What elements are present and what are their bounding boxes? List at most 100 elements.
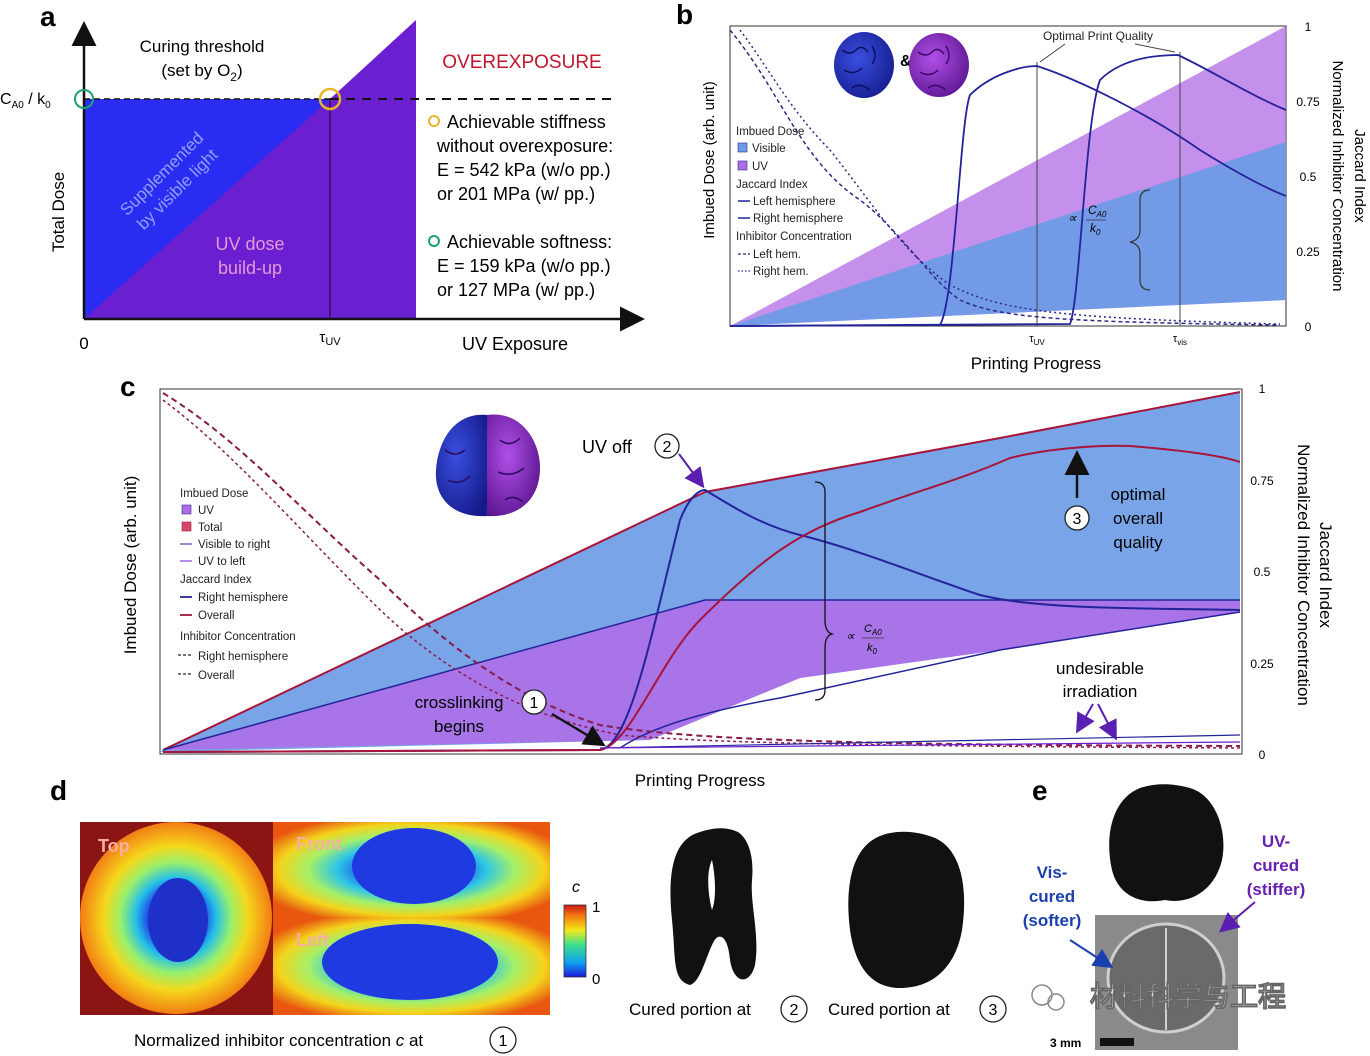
panel-b-ylabel: Imbued Dose (arb. unit) — [701, 81, 718, 239]
panel-c-rtick-05: 0.5 — [1254, 565, 1271, 579]
panel-c-uv-left-line — [599, 741, 1241, 749]
panel-a-c-sub: A0 — [12, 100, 25, 111]
panel-d-cured-3: Cured portion at — [828, 1000, 950, 1019]
panel-d-letter: d — [50, 775, 67, 806]
panel-c-frame — [159, 388, 1243, 755]
panel-a-visible-fill — [84, 99, 330, 319]
panel-d-caption-n1: 1 — [499, 1033, 508, 1050]
panel-c-prop-num-c: C — [864, 623, 872, 635]
panel-a-soft-2: E = 159 kPa (w/o pp.) — [437, 256, 611, 276]
panel-d-cured-2: Cured portion at — [629, 1000, 751, 1019]
panel-a-soft-3: or 127 MPa (w/ pp.) — [437, 280, 595, 300]
panel-e: e 3 mm Vis- cured (softer) UV- cured (st… — [1023, 775, 1305, 1050]
panel-b-ampersand: & — [900, 53, 912, 70]
panel-a-stiff-1: Achievable stiffness — [447, 112, 606, 132]
panel-d-caption-post: at — [404, 1031, 423, 1050]
panel-b-tau-vis: τvis — [1173, 333, 1187, 347]
panel-d-cured-3-circle — [979, 995, 1007, 1023]
panel-b-prop-num: CA0 — [1088, 203, 1107, 219]
panel-b-letter: b — [676, 0, 693, 30]
panel-e-scalebar — [1100, 1038, 1134, 1046]
panel-b-tau-vis-sym: τ — [1173, 333, 1178, 345]
panel-d-left-brain — [322, 924, 498, 1000]
panel-b-prop: ∝ — [1068, 211, 1077, 225]
panel-c-legend-h2: Jaccard Index — [180, 574, 252, 586]
panel-c-crosslinking-2: begins — [434, 717, 484, 736]
panel-c-rtick-0: 0 — [1259, 748, 1266, 762]
panel-a-k-sub: 0 — [45, 100, 51, 111]
panel-b-visible-fill — [730, 142, 1286, 326]
panel-e-vis-2: cured — [1029, 887, 1075, 906]
panel-b-legend-righthem: Right hem. — [753, 266, 809, 278]
panel-a-stiff-bullet — [428, 115, 440, 127]
panel-c-legend-total-swatch — [181, 521, 192, 532]
panel-d-cured-2-circle — [780, 995, 808, 1023]
panel-b-legend-h2: Jaccard Index — [736, 179, 808, 191]
panel-b-optimal: Optimal Print Quality — [1043, 29, 1153, 43]
panel-c-legend-h3: Inhibitor Concentration — [180, 631, 296, 643]
panel-a-threshold-label: CA0 / k0 — [0, 91, 51, 111]
panel-b-prop-den-k: k — [1090, 221, 1097, 235]
panel-b-rtick-1: 1 — [1305, 20, 1312, 34]
panel-c-right-ticks: 1 0.75 0.5 0.25 0 — [1250, 382, 1274, 762]
watermark: 材料科学与工程 — [1031, 980, 1286, 1012]
panel-d-left-label: Left — [296, 930, 329, 950]
panel-b-tau-vis-sub: vis — [1177, 338, 1187, 347]
panel-c-bracket — [814, 481, 835, 701]
panel-c-undesirable-arrow-1 — [1076, 703, 1095, 734]
panel-c-legend-right: Right hemisphere — [198, 592, 288, 604]
panel-c-legend-righthem: Right hemisphere — [198, 651, 288, 663]
panel-c-rtick-1: 1 — [1259, 382, 1266, 396]
panel-c-rtick-025: 0.25 — [1250, 657, 1274, 671]
panel-c-n1: 1 — [530, 695, 539, 712]
panel-d-cured-2-num: 2 — [790, 1002, 799, 1019]
panel-c-n2-circle — [654, 433, 680, 459]
panel-b-brain-right-folds — [917, 45, 950, 91]
panel-c-crosslinking-1: crosslinking — [415, 693, 504, 712]
panel-c-total-fill — [160, 392, 1240, 752]
panel-c-uv-off-arrow — [678, 453, 705, 489]
panel-c-uv-fill — [163, 600, 1240, 750]
panel-b-legend-right: Right hemisphere — [753, 213, 843, 225]
panel-b-xlabel: Printing Progress — [971, 354, 1101, 373]
panel-e-print-shape — [1109, 784, 1224, 902]
panel-c-right-label-2: Normalized Inhibitor Concentration — [1294, 444, 1313, 706]
panel-d-caption-pre: Normalized inhibitor concentration — [134, 1031, 396, 1050]
panel-d-front-label: Front — [296, 834, 342, 854]
panel-b: b ∝ CA0 k0 Optimal Print Quality & Imbue… — [676, 0, 1368, 373]
panel-a-curing-sub-pre: (set by O — [161, 61, 230, 80]
panel-a-yaxis-label: Total Dose — [49, 172, 68, 252]
panel-c-vis-right-line — [599, 734, 1241, 749]
panel-d-cured-2-shape — [670, 828, 757, 985]
panel-a-curing-sub-post: ) — [237, 61, 243, 80]
panel-c-jaccard-overall — [162, 444, 1241, 753]
panel-d-colorbar — [563, 904, 587, 978]
panel-d-front-brain — [352, 828, 476, 904]
panel-d-cbar-max: 1 — [592, 899, 600, 916]
panel-c-rtick-075: 0.75 — [1250, 474, 1274, 488]
panel-e-uv-2: cured — [1253, 856, 1299, 875]
panel-b-rtick-05: 0.5 — [1300, 170, 1317, 184]
panel-c-prop-den: k0 — [867, 642, 878, 656]
panel-b-bracket — [1129, 189, 1151, 291]
panel-c-total-line — [162, 391, 1241, 751]
panel-d-cbar-min: 0 — [592, 971, 600, 988]
panel-b-optimal-arrow-2 — [1134, 43, 1176, 53]
wechat-icon — [1031, 984, 1053, 1006]
panel-a-curing-title: Curing threshold — [140, 37, 265, 56]
panel-c-legend-total: Total — [198, 522, 222, 534]
panel-c-uv-line — [162, 599, 1240, 751]
panel-c-xlabel: Printing Progress — [635, 771, 765, 790]
panel-a-tau: τUV — [319, 329, 341, 348]
panel-c-crosslinking-arrow — [551, 713, 606, 747]
panel-e-vis-3: (softer) — [1023, 911, 1082, 930]
panel-c-ylabel: Imbued Dose (arb. unit) — [121, 476, 140, 655]
panel-c-legend-visright: Visible to right — [198, 539, 271, 551]
panel-b-prop-den-sub: 0 — [1096, 228, 1101, 237]
panel-c-prop-num-sub: A0 — [871, 628, 882, 637]
panel-d-top-label: Top — [98, 836, 130, 856]
panel-b-tau-uv: τUV — [1029, 333, 1045, 347]
panel-a-tau-sub: UV — [325, 336, 341, 348]
panel-d-caption-n1-circle — [489, 1026, 517, 1054]
panel-a-k: / k — [24, 91, 46, 108]
